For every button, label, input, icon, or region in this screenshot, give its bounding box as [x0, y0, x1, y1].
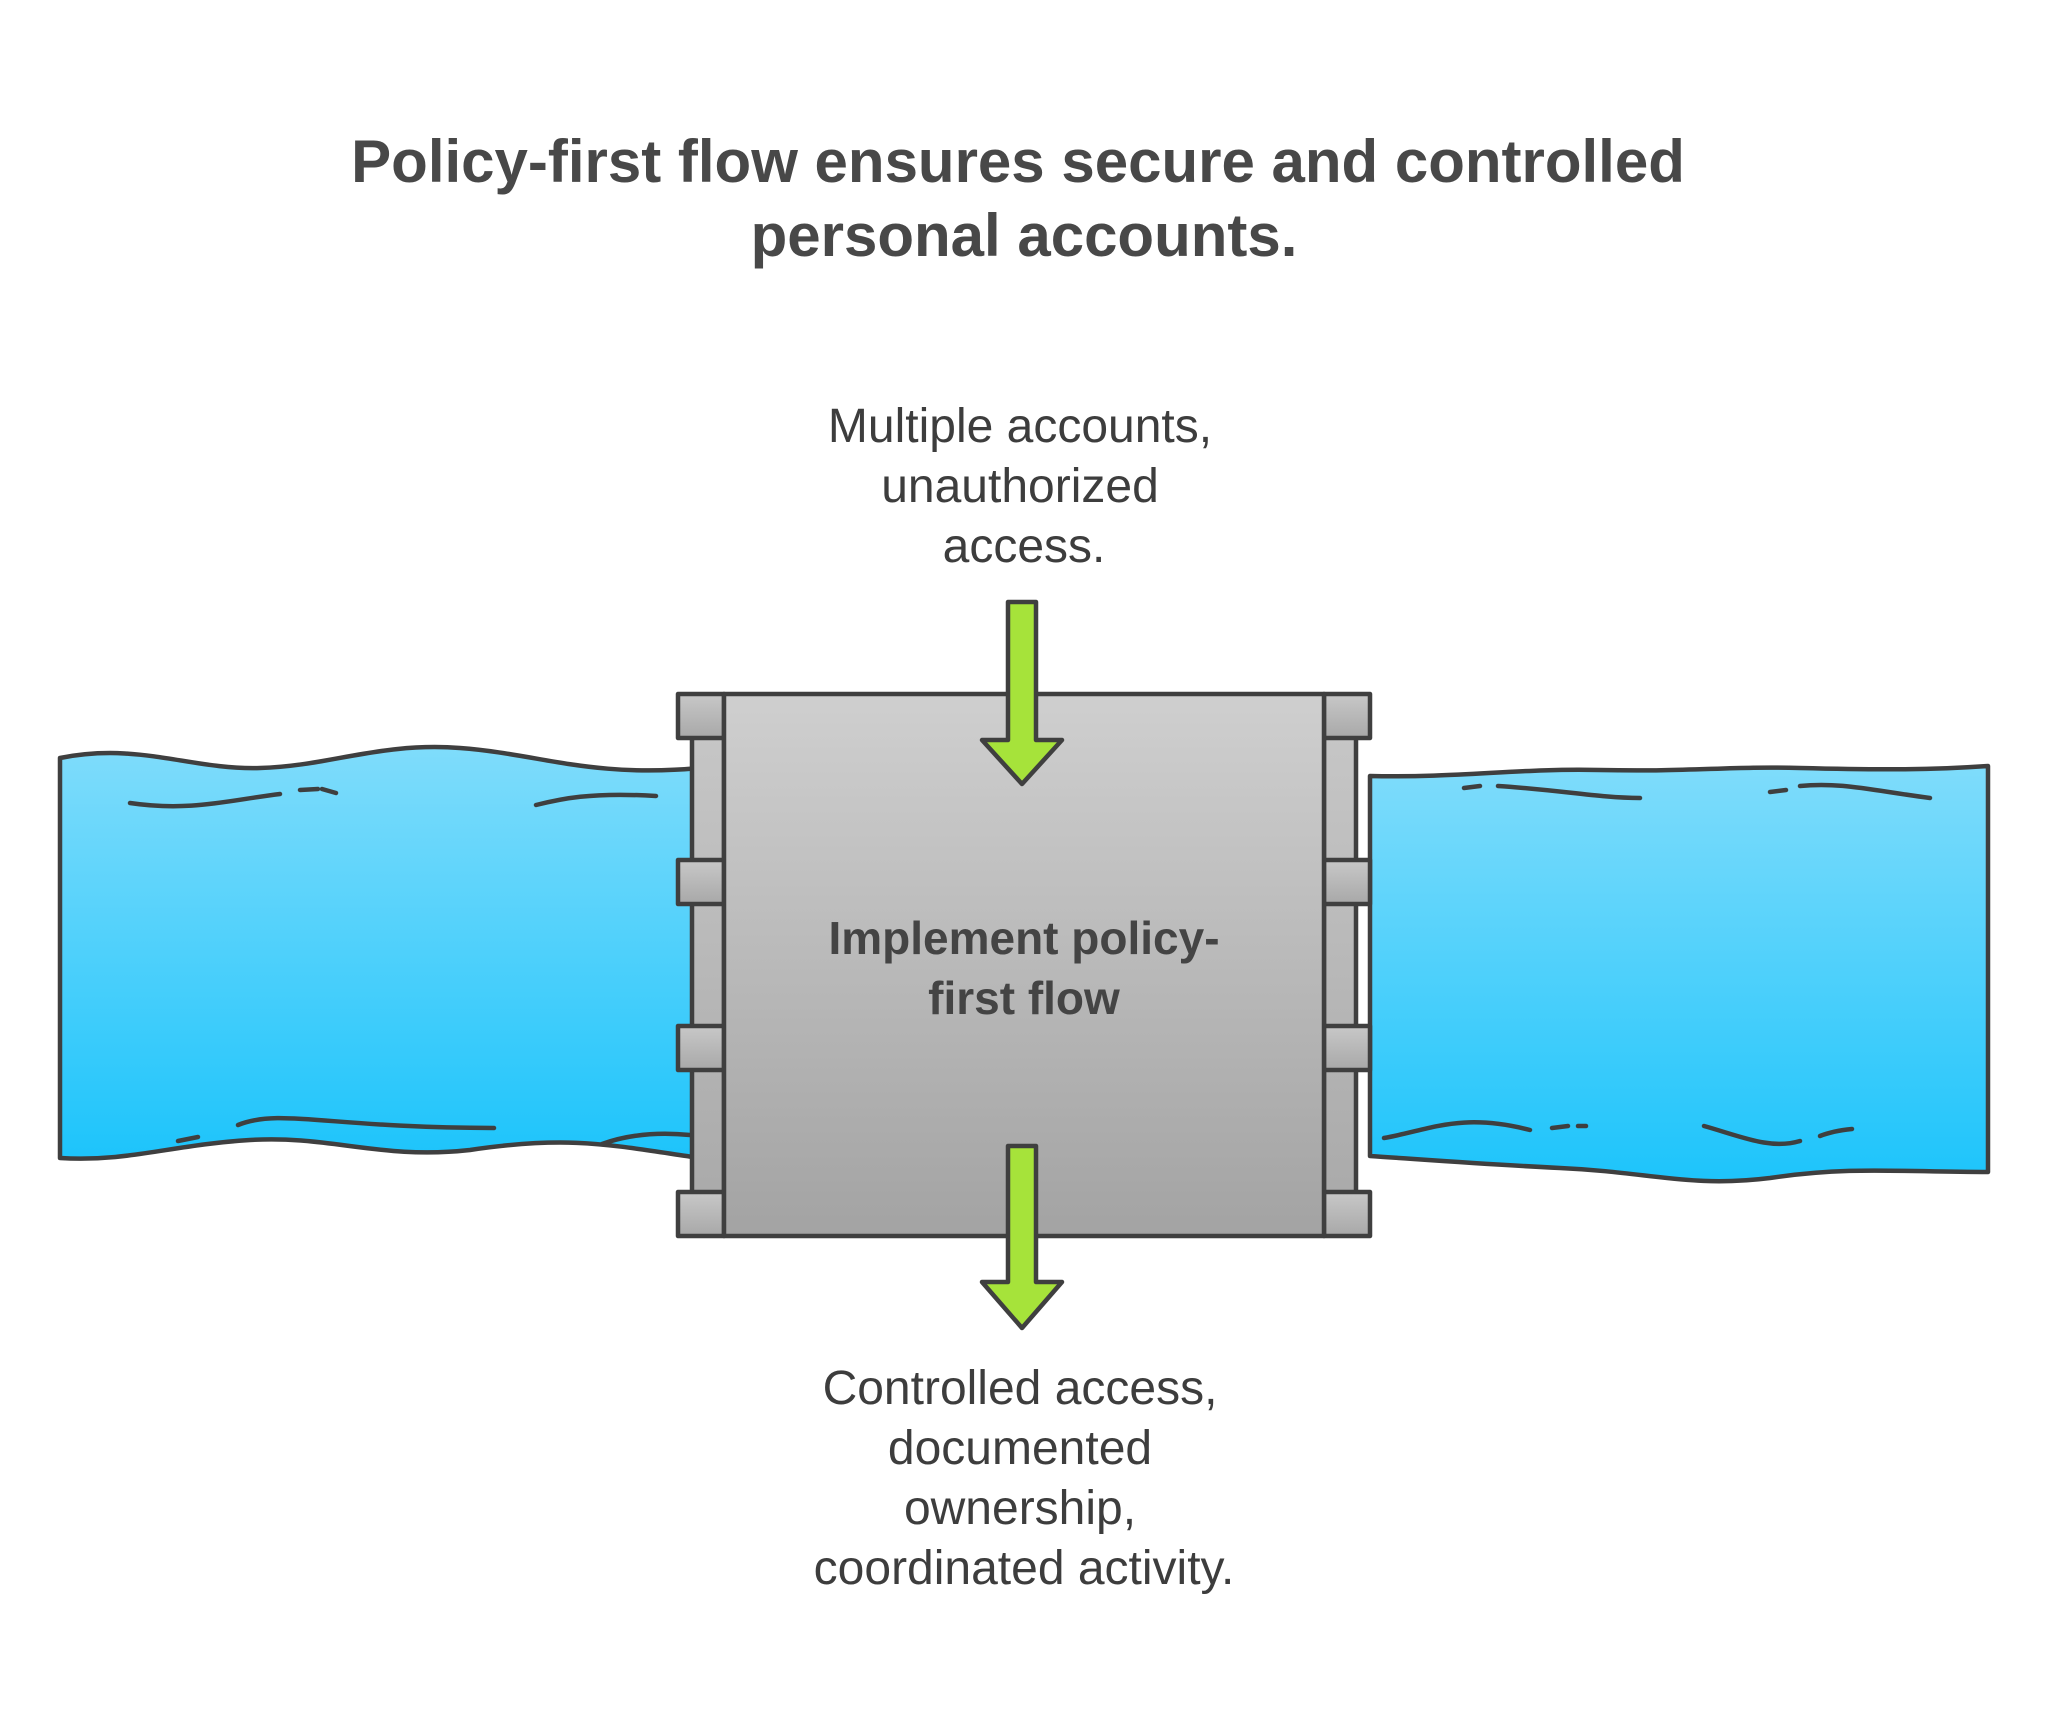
filter-label-line-2: first flow: [928, 972, 1120, 1024]
arrow-down-icon: [979, 1143, 1065, 1331]
input-label-line-1: Multiple accounts,: [828, 400, 1212, 453]
title-line-2: personal accounts.: [751, 202, 1298, 269]
output-label-line-3: ownership,: [904, 1482, 1136, 1535]
output-label-line-4: coordinated activity.: [814, 1542, 1235, 1595]
left-water-stream: [57, 744, 703, 1161]
arrow-down-icon: [979, 599, 1065, 787]
input-label-line-2: unauthorized: [881, 460, 1159, 513]
input-label-line-3: access.: [943, 520, 1106, 573]
title-line-1: Policy-first flow ensures secure and con…: [351, 128, 1685, 195]
output-label-line-2: documented: [888, 1422, 1152, 1475]
filter-label-line-1: Implement policy-: [828, 912, 1219, 964]
right-post: [1321, 697, 1359, 1237]
left-post: [689, 697, 727, 1237]
right-water-stream: [1367, 763, 1991, 1184]
output-label-line-1: Controlled access,: [823, 1362, 1218, 1415]
